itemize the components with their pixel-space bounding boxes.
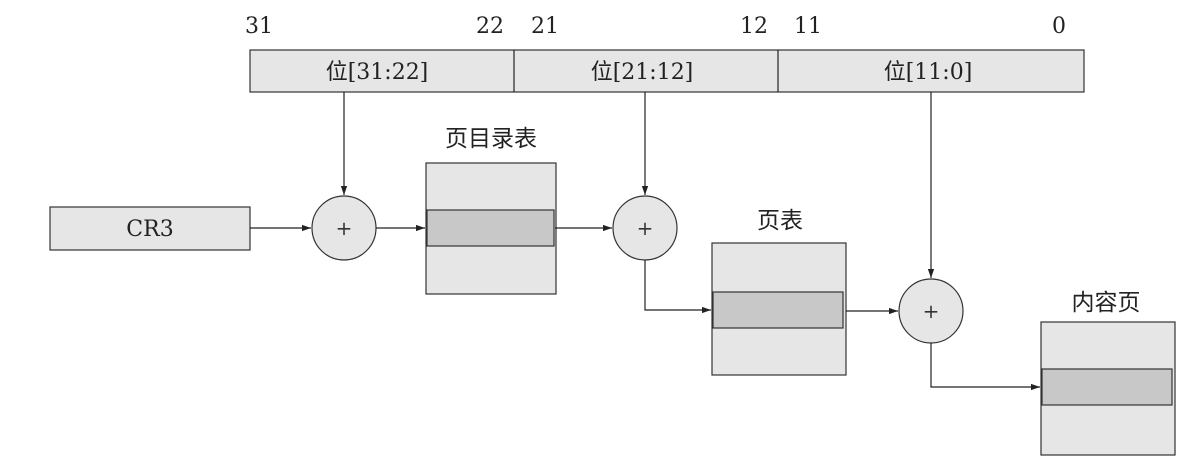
bit-21-label: 21: [531, 14, 559, 39]
cr3-box: [49, 206, 251, 251]
adder-2: +: [612, 195, 678, 261]
cr3-label: CR3: [126, 217, 173, 242]
page-table: 页表: [711, 208, 847, 376]
arrow-adder-3-to-content-page: [930, 343, 1040, 391]
page-directory: 页目录表: [425, 126, 557, 295]
linear-address-register: 位[31:22] 位[21:12] 位[11:0]: [249, 49, 1085, 93]
bit-0-label: 0: [1052, 14, 1066, 39]
content-page-entry: [1041, 368, 1173, 406]
adder-1: +: [311, 195, 377, 261]
address-bar: [249, 49, 1085, 93]
page-table-entry: [712, 291, 844, 329]
table-field-label: 位[21:12]: [591, 60, 694, 85]
bit-11-label: 11: [794, 14, 822, 39]
page-table-title: 页表: [757, 208, 803, 234]
adder-1-plus: +: [336, 216, 353, 240]
directory-field-label: 位[31:22]: [326, 60, 429, 85]
content-page-title: 内容页: [1072, 290, 1141, 316]
page-directory-entry: [426, 209, 555, 247]
cr3-register: CR3: [49, 206, 251, 251]
adder-2-plus: +: [637, 216, 654, 240]
adder-3: +: [898, 278, 964, 344]
connectors: [250, 92, 1040, 391]
bit-31-label: 31: [245, 14, 273, 39]
arrow-adder-2-to-page-table: [644, 260, 711, 314]
content-page: 内容页: [1040, 290, 1176, 456]
page-directory-title: 页目录表: [445, 126, 537, 152]
offset-field-label: 位[11:0]: [884, 60, 973, 85]
bit-12-label: 12: [740, 14, 768, 39]
bit-22-label: 22: [476, 14, 504, 39]
adder-3-plus: +: [923, 299, 940, 323]
